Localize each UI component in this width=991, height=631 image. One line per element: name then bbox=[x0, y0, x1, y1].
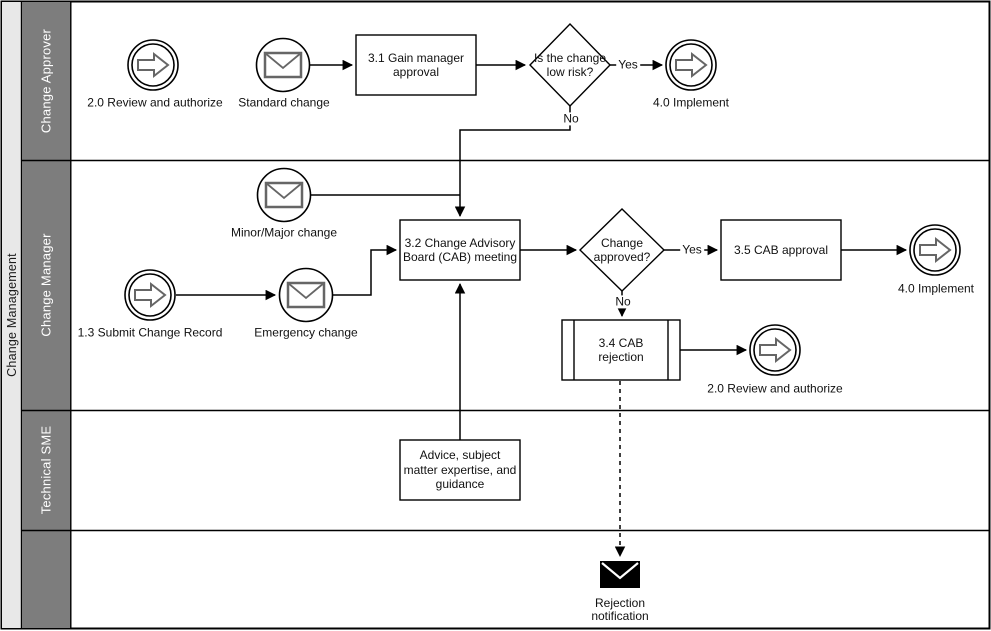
advice-box-label: Advice, subject matter expertise, and gu… bbox=[403, 448, 517, 492]
review-authorize-label-2: 2.0 Review and authorize bbox=[707, 381, 843, 396]
implement-event-icon-1 bbox=[665, 39, 717, 91]
gateway-change-approved-label: Change approved? bbox=[593, 235, 651, 264]
emergency-change-label: Emergency change bbox=[254, 325, 358, 340]
task-3-5-label: 3.5 CAB approval bbox=[733, 242, 829, 257]
rejection-notification-envelope-icon bbox=[600, 561, 640, 588]
standard-change-label: Standard change bbox=[238, 95, 330, 110]
emergency-change-event-icon bbox=[278, 267, 334, 323]
review-authorize-event-icon-2 bbox=[749, 324, 801, 376]
lane-label-change-approver: Change Approver bbox=[38, 28, 54, 134]
pool-title: Change Management bbox=[4, 253, 19, 377]
edge-label-approved-no: No bbox=[613, 294, 633, 309]
submit-change-record-event-icon bbox=[124, 269, 176, 321]
pool-title-strip bbox=[2, 2, 22, 628]
edge-label-low-risk-yes: Yes bbox=[616, 57, 640, 72]
link-arrow-icon bbox=[137, 51, 170, 79]
task-3-1-label: 3.1 Gain manager approval bbox=[367, 50, 465, 79]
task-3-4-box bbox=[561, 319, 681, 381]
link-arrow-icon bbox=[759, 336, 792, 364]
gateway-low-risk-diamond bbox=[529, 22, 611, 108]
edge-label-approved-yes: Yes bbox=[680, 242, 704, 257]
standard-change-event-icon bbox=[255, 37, 311, 93]
submit-change-record-label: 1.3 Submit Change Record bbox=[77, 325, 223, 340]
lane-label-technical-sme: Technical SME bbox=[38, 425, 54, 515]
gateway-change-approved-diamond bbox=[578, 208, 666, 292]
rejection-notification-label: Rejection notification bbox=[591, 595, 649, 623]
edge-label-low-risk-no: No bbox=[561, 111, 581, 126]
envelope-icon bbox=[286, 281, 326, 309]
task-3-5-box bbox=[720, 219, 842, 281]
edge-emergency-to-3-2 bbox=[332, 244, 398, 296]
minor-major-change-event-icon bbox=[256, 167, 312, 223]
lane-header-column bbox=[22, 2, 71, 628]
task-3-2-box bbox=[399, 219, 521, 281]
lane-label-change-manager: Change Manager bbox=[38, 233, 54, 337]
task-3-2-label: 3.2 Change Advisory Board (CAB) meeting bbox=[402, 235, 518, 264]
implement-label-2: 4.0 Implement bbox=[897, 281, 975, 296]
implement-event-icon-2 bbox=[909, 224, 961, 276]
link-arrow-icon bbox=[919, 236, 952, 264]
link-arrow-icon bbox=[134, 281, 167, 309]
review-authorize-label-1: 2.0 Review and authorize bbox=[87, 95, 223, 110]
task-3-1-box bbox=[355, 34, 477, 96]
advice-box bbox=[399, 439, 521, 501]
minor-major-change-label: Minor/Major change bbox=[230, 225, 338, 240]
review-authorize-event-icon-1 bbox=[127, 39, 179, 91]
gateway-low-risk-label: Is the change low risk? bbox=[533, 50, 607, 79]
link-arrow-icon bbox=[675, 51, 708, 79]
implement-label-1: 4.0 Implement bbox=[652, 95, 730, 110]
task-3-4-label: 3.4 CAB rejection bbox=[598, 335, 644, 364]
